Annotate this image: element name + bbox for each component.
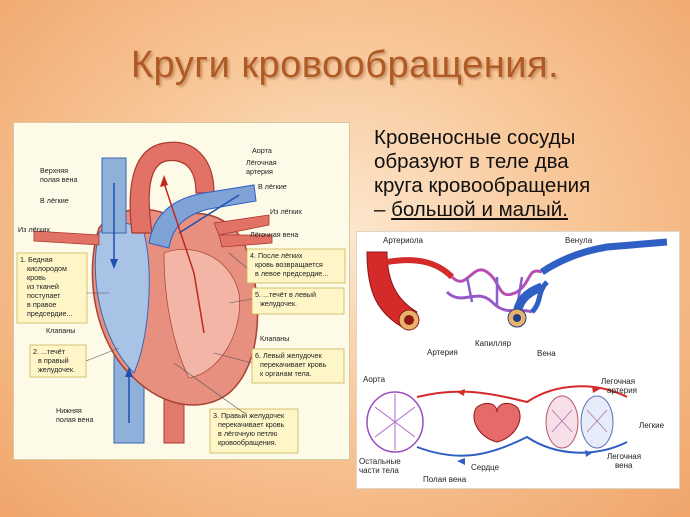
- svg-text:в правое: в правое: [27, 300, 56, 309]
- label-valves-right: Клапаны: [260, 334, 289, 343]
- svg-text:1. Бедная: 1. Бедная: [20, 255, 53, 264]
- svg-text:кровь: кровь: [27, 273, 46, 282]
- heart-diagram: Аорта Лёгочная артерия В лёгкие Из лёгки…: [13, 122, 350, 460]
- label-aorta: Аорта: [252, 146, 272, 155]
- label-valves-left: Клапаны: [46, 326, 75, 335]
- label-pulmonary-artery-2: артерия: [246, 167, 273, 176]
- label-inferior-vena-cava-2: полая вена: [56, 415, 94, 424]
- svg-text:6. Левый желудочек: 6. Левый желудочек: [255, 351, 323, 360]
- label-circ-pulmonary-artery-2: артерия: [607, 386, 637, 395]
- label-superior-vena-cava-2: полая вена: [40, 175, 78, 184]
- svg-text:4. После лёгких: 4. После лёгких: [250, 251, 303, 260]
- vessels-illustration: Артериола Венула Артерия Капилляр Вена А…: [359, 236, 668, 484]
- note-1: 1. Бедная кислородом кровь из тканей пос…: [16, 252, 88, 324]
- body-line-3: круга кровообращения: [374, 174, 591, 197]
- svg-text:3. Правый желудочек: 3. Правый желудочек: [213, 411, 285, 420]
- svg-text:кровообращения.: кровообращения.: [218, 438, 277, 447]
- label-circ-pulmonary-vein-1: Легочная: [607, 452, 641, 461]
- svg-text:в лёгочную петлю: в лёгочную петлю: [218, 429, 278, 438]
- vessels-diagram: Артериола Венула Артерия Капилляр Вена А…: [356, 231, 680, 489]
- label-circ-other-body-2: части тела: [359, 466, 399, 475]
- label-circ-lungs: Легкие: [639, 421, 665, 430]
- heart-illustration: Аорта Лёгочная артерия В лёгкие Из лёгки…: [16, 141, 346, 454]
- label-circ-pulmonary-artery-1: Легочная: [601, 377, 635, 386]
- body-emphasis: большой и малый.: [391, 198, 568, 221]
- svg-text:5. ...течёт в левый: 5. ...течёт в левый: [255, 290, 316, 299]
- label-artery: Артерия: [427, 348, 458, 357]
- label-circ-pulmonary-vein-2: вена: [615, 461, 633, 470]
- svg-text:в правый: в правый: [38, 356, 69, 365]
- label-inferior-vena-cava-1: Нижняя: [56, 406, 82, 415]
- note-4: 4. После лёгких кровь возвращается в лев…: [246, 248, 346, 284]
- label-capillary: Капилляр: [475, 339, 512, 348]
- svg-text:перекачивает кровь: перекачивает кровь: [218, 420, 285, 429]
- label-to-lungs-left: В лёгкие: [40, 196, 69, 205]
- label-to-lungs-right: В лёгкие: [258, 182, 287, 191]
- label-vein: Вена: [537, 349, 556, 358]
- svg-text:в левое предсердие...: в левое предсердие...: [255, 269, 328, 278]
- body-line-4: – большой и малый.: [374, 198, 568, 221]
- label-circ-vena-cava: Полая вена: [423, 475, 467, 484]
- note-6: 6. Левый желудочек перекачивает кровь к …: [251, 348, 345, 384]
- label-from-lungs-left: Из лёгких: [18, 225, 50, 234]
- note-5: 5. ...течёт в левый желудочек.: [251, 287, 345, 315]
- label-venule: Венула: [565, 236, 593, 245]
- svg-text:предсердие...: предсердие...: [27, 309, 73, 318]
- label-circ-aorta: Аорта: [363, 375, 386, 384]
- svg-text:из тканей: из тканей: [27, 282, 59, 291]
- svg-text:2. ...течёт: 2. ...течёт: [33, 347, 66, 356]
- label-arteriole: Артериола: [383, 236, 423, 245]
- slide-title: Круги кровообращения.: [130, 44, 560, 86]
- svg-text:к органам тела.: к органам тела.: [260, 369, 312, 378]
- label-pulmonary-artery-1: Лёгочная: [246, 158, 277, 167]
- slide-body-text: Кровеносные сосуды образуют в теле два к…: [374, 126, 674, 222]
- note-2: 2. ...течёт в правый желудочек.: [29, 344, 87, 378]
- svg-text:кислородом: кислородом: [27, 264, 67, 273]
- note-3: 3. Правый желудочек перекачивает кровь в…: [209, 408, 299, 454]
- label-circ-other-body-1: Остальные: [359, 457, 401, 466]
- body-line-2: образуют в теле два: [374, 150, 569, 173]
- svg-text:перекачивает кровь: перекачивает кровь: [260, 360, 327, 369]
- label-from-lungs-right: Из лёгких: [270, 207, 302, 216]
- body-line-1: Кровеносные сосуды: [374, 126, 576, 149]
- svg-text:желудочек.: желудочек.: [38, 365, 75, 374]
- label-circ-heart: Сердце: [471, 463, 500, 472]
- svg-text:поступает: поступает: [27, 291, 61, 300]
- svg-text:желудочек.: желудочек.: [260, 299, 297, 308]
- svg-text:кровь возвращается: кровь возвращается: [255, 260, 323, 269]
- label-superior-vena-cava-1: Верхняя: [40, 166, 68, 175]
- label-pulmonary-vein: Лёгочная вена: [250, 230, 298, 239]
